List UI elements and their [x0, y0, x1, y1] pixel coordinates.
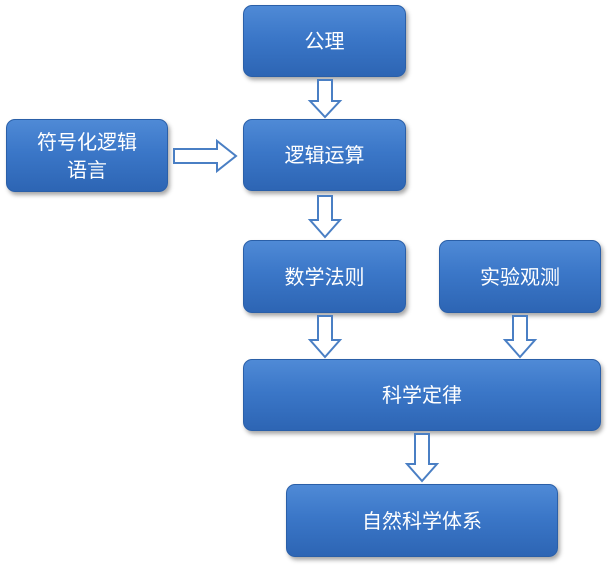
node-science-law-label: 科学定律 [382, 383, 462, 407]
node-symbolic-logic-label-line1: 符号化逻辑 [37, 129, 137, 154]
arrow-symbolic-to-logic [173, 138, 238, 174]
arrow-experiment-to-science-law [502, 315, 538, 359]
node-natural-science-label: 自然科学体系 [362, 508, 482, 533]
arrow-science-law-to-natural-science [404, 433, 440, 483]
node-axiom-label: 公理 [304, 29, 345, 53]
node-math-rules: 数学法则 [243, 240, 406, 313]
node-math-rules-label: 数学法则 [284, 264, 365, 289]
node-science-law: 科学定律 [243, 359, 601, 431]
node-symbolic-logic-label-line2: 语言 [67, 157, 107, 182]
arrow-logic-to-math [307, 195, 343, 239]
node-logic-operation: 逻辑运算 [243, 119, 406, 191]
node-logic-operation-label: 逻辑运算 [284, 143, 365, 167]
node-axiom: 公理 [243, 5, 406, 77]
node-experiment: 实验观测 [439, 240, 601, 313]
node-natural-science-system: 自然科学体系 [286, 484, 558, 557]
arrow-math-to-science-law [307, 315, 343, 359]
arrow-axiom-to-logic [307, 79, 343, 119]
node-symbolic-logic-language: 符号化逻辑 语言 [6, 119, 168, 192]
node-experiment-label: 实验观测 [480, 264, 560, 289]
